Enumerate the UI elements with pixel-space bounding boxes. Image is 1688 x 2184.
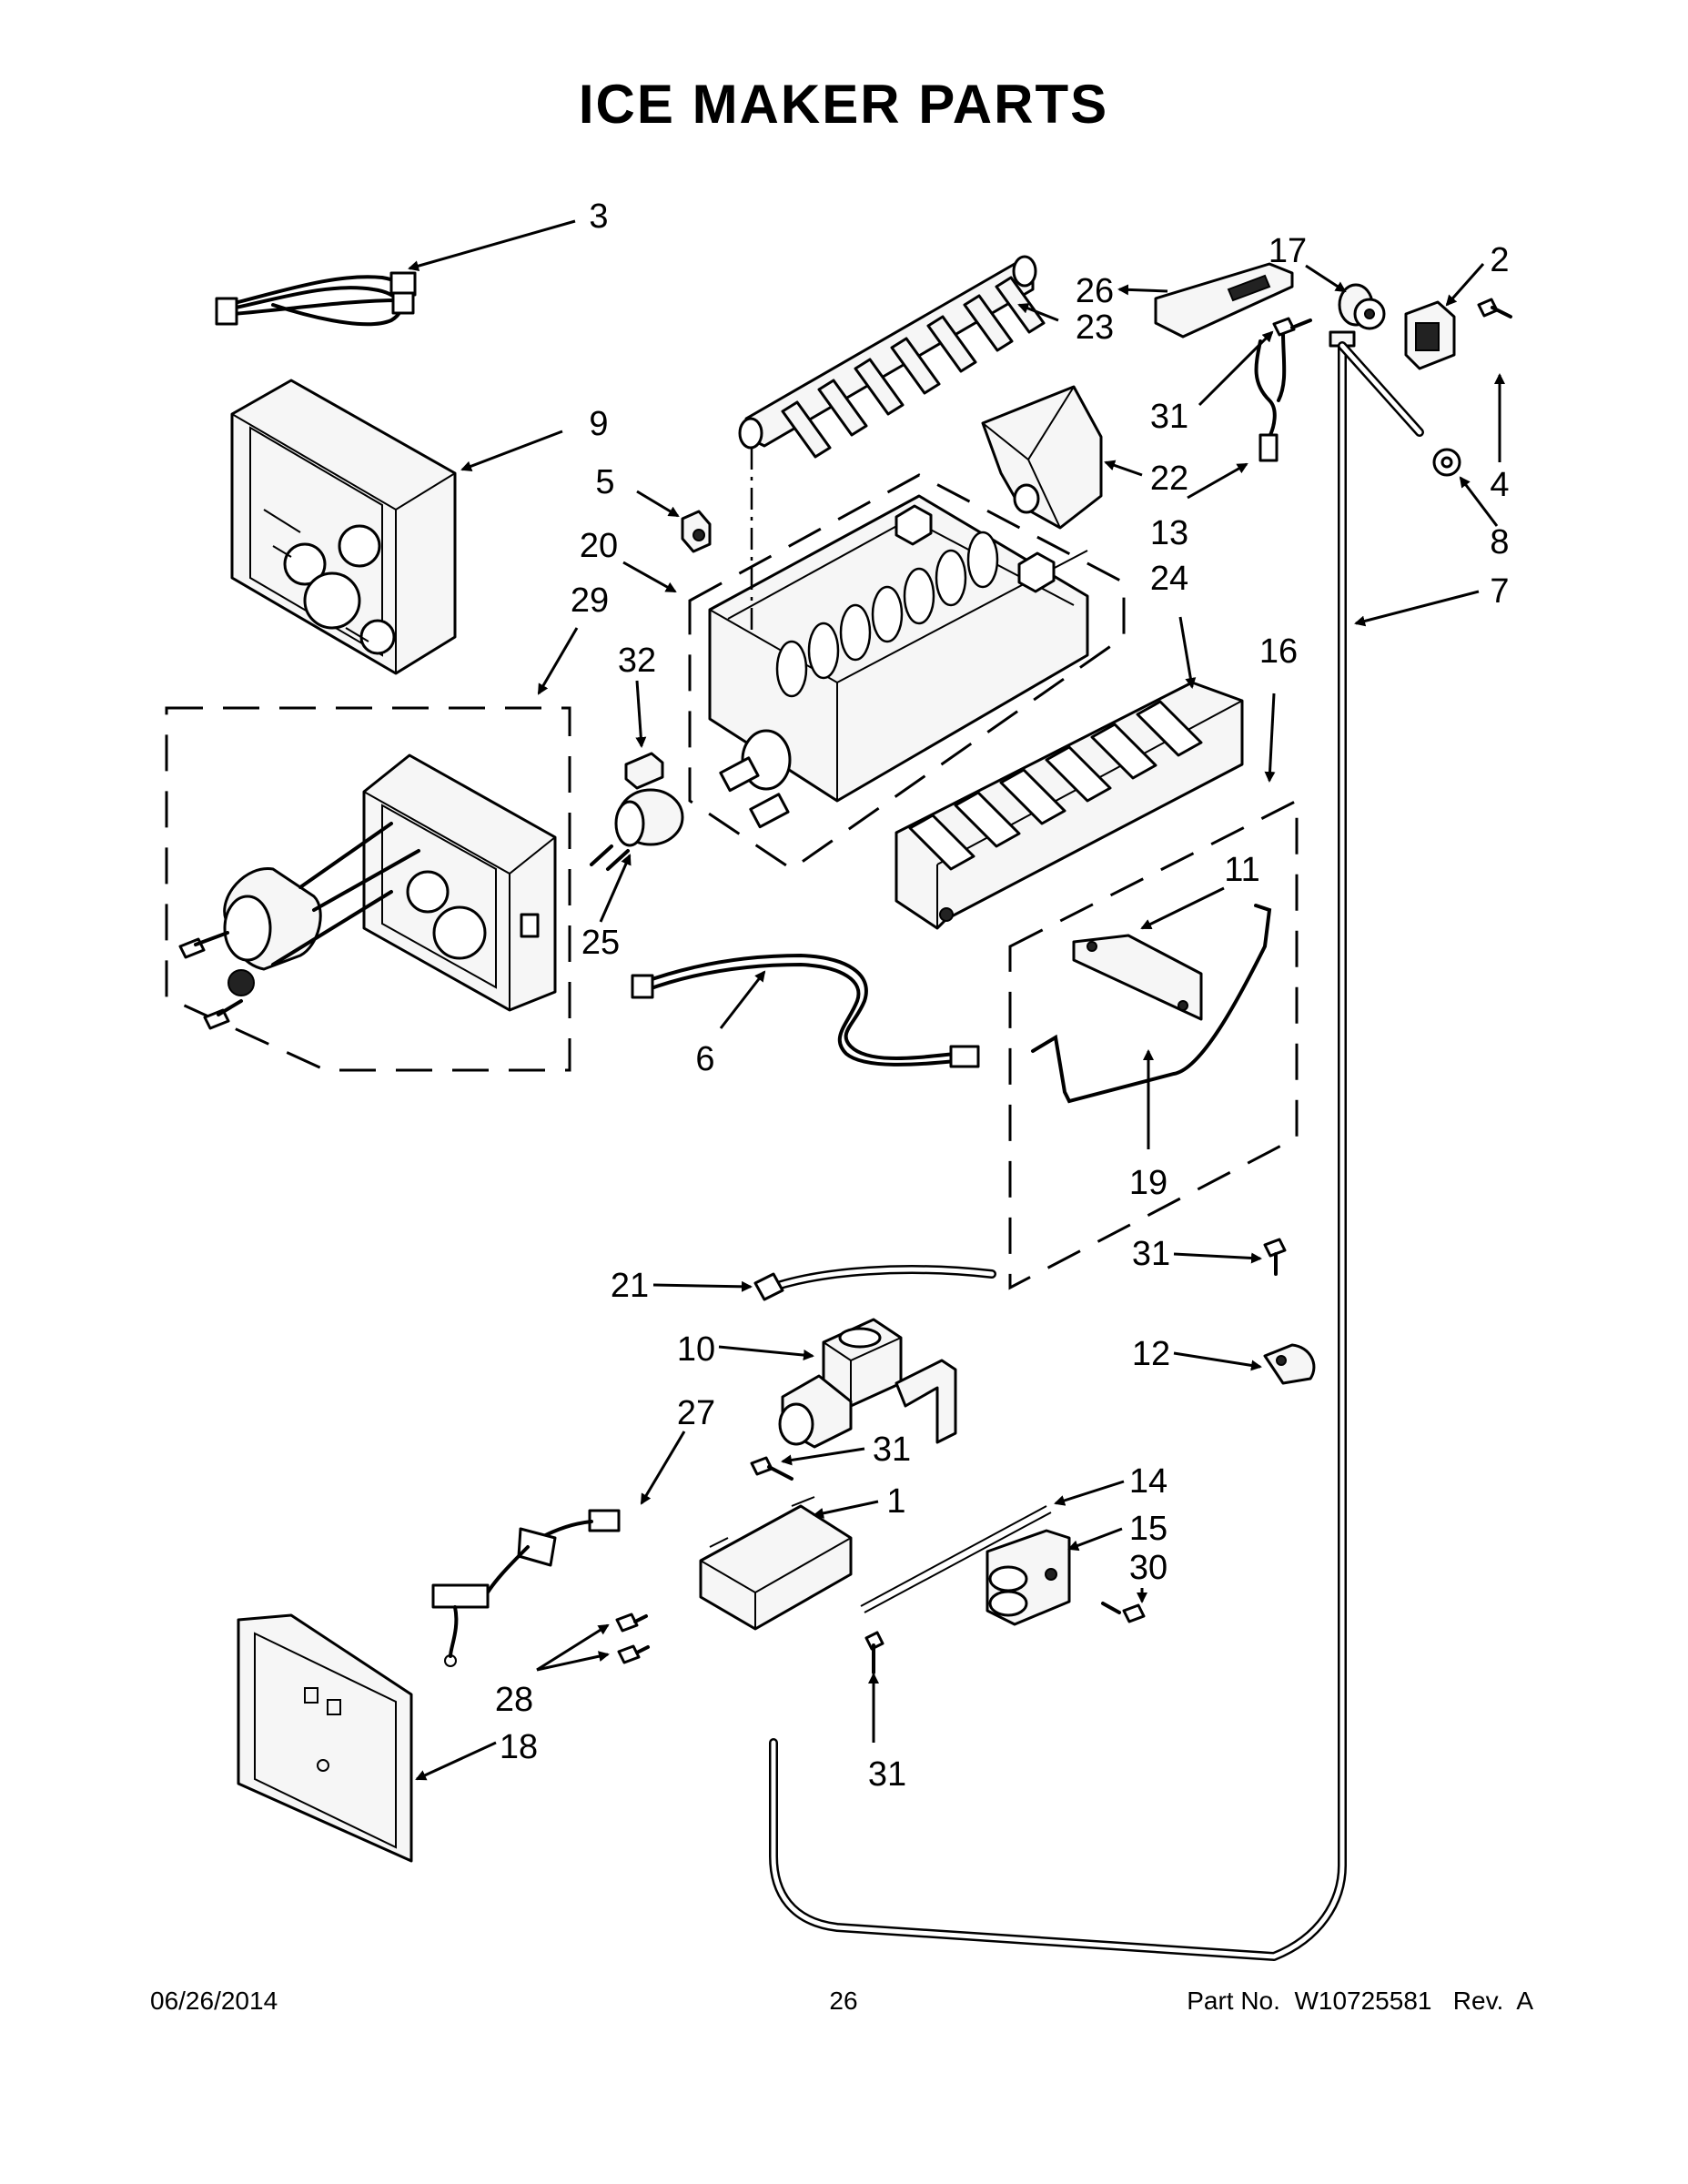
part-15-heater [986, 1529, 1071, 1626]
part-20-ice-mold [708, 494, 1089, 829]
part-29-motor-module [178, 753, 557, 1030]
callout-30: 30 [1129, 1549, 1167, 1587]
footer-part-number: Part No. W10725581 Rev. A [1187, 1987, 1533, 2015]
callout-2: 2 [1490, 241, 1509, 279]
callout-22: 22 [1150, 460, 1188, 498]
callout-8: 8 [1490, 523, 1509, 561]
part-13-harness [1254, 330, 1287, 462]
part-30-screw [1101, 1602, 1146, 1623]
part-12-clamp [1263, 1343, 1316, 1385]
part-11-bracket-plate [1072, 934, 1203, 1021]
group-16-dashed-outline [1008, 798, 1299, 1290]
part-28-screws [615, 1613, 650, 1664]
part-26-cover-bracket [1154, 262, 1294, 339]
callout-27: 27 [677, 1394, 715, 1432]
callout-31-right: 31 [1132, 1235, 1170, 1273]
part-31-screw-top [1272, 317, 1312, 337]
footer-page-number: 26 [829, 1987, 857, 2015]
page-title: ICE MAKER PARTS [579, 74, 1108, 135]
callout-19: 19 [1129, 1164, 1167, 1202]
group-20-dashed-outline [688, 473, 1126, 871]
callout-14: 14 [1129, 1462, 1167, 1501]
callout-28: 28 [495, 1681, 533, 1719]
callout-1: 1 [886, 1482, 905, 1521]
part-23-ejector [738, 255, 1046, 637]
part-4-screw [1477, 298, 1512, 318]
callout-3: 3 [589, 197, 608, 236]
callout-26: 26 [1076, 272, 1114, 310]
callout-31-top: 31 [1150, 398, 1188, 436]
part-8-washer [1432, 448, 1461, 477]
callout-17: 17 [1269, 232, 1307, 270]
part-6-thermistor-wire [631, 953, 980, 1068]
part-19-wire-arm [1031, 904, 1272, 1104]
callout-25: 25 [581, 924, 620, 962]
part-1-mounting-bracket [699, 1496, 853, 1631]
callout-9: 9 [589, 405, 608, 443]
part-18-front-panel [237, 1613, 413, 1863]
part-31-screw-bottom [864, 1631, 884, 1674]
callout-24: 24 [1150, 560, 1188, 598]
callout-32: 32 [618, 642, 656, 680]
callout-5: 5 [595, 463, 614, 501]
part-32-bracket [624, 752, 664, 790]
callout-labels: 3 9 5 20 29 32 25 6 26 23 22 31 13 24 16… [495, 197, 1510, 1794]
part-10-water-valve [778, 1318, 957, 1449]
part-7-water-tube [769, 330, 1424, 1961]
callout-leaders [408, 219, 1505, 1781]
part-31-screw-right [1263, 1238, 1287, 1276]
callout-6: 6 [695, 1040, 714, 1078]
callout-18: 18 [500, 1728, 538, 1766]
callout-21: 21 [611, 1267, 649, 1305]
part-22-fill-cup [981, 385, 1103, 530]
callout-11: 11 [1224, 851, 1259, 889]
callout-15: 15 [1129, 1510, 1167, 1548]
callout-7: 7 [1490, 572, 1509, 611]
callout-29: 29 [571, 581, 609, 620]
callout-20: 20 [580, 527, 618, 565]
callout-16: 16 [1259, 632, 1298, 671]
callout-23: 23 [1076, 308, 1114, 347]
part-21-tube [753, 1265, 996, 1301]
part-31-screw-bracket [750, 1456, 793, 1481]
callout-4: 4 [1490, 466, 1509, 504]
part-17-bushing [1338, 283, 1386, 330]
callout-10: 10 [677, 1330, 715, 1369]
part-27-wire-harness [431, 1509, 621, 1667]
callout-31-bottom: 31 [868, 1755, 906, 1794]
part-24-shroud [895, 681, 1244, 930]
part-14-gasket-strip [860, 1505, 1052, 1613]
part-25-thermostat [590, 788, 684, 871]
part-2-valve-block [1404, 300, 1456, 370]
part-5-clip [681, 510, 712, 553]
callout-31-bracket: 31 [873, 1431, 911, 1469]
footer-date: 06/26/2014 [150, 1987, 278, 2015]
callout-12: 12 [1132, 1335, 1170, 1373]
callout-13: 13 [1150, 514, 1188, 552]
part-9-housing-cover [230, 379, 457, 675]
part-3-wire-harness [215, 271, 417, 327]
